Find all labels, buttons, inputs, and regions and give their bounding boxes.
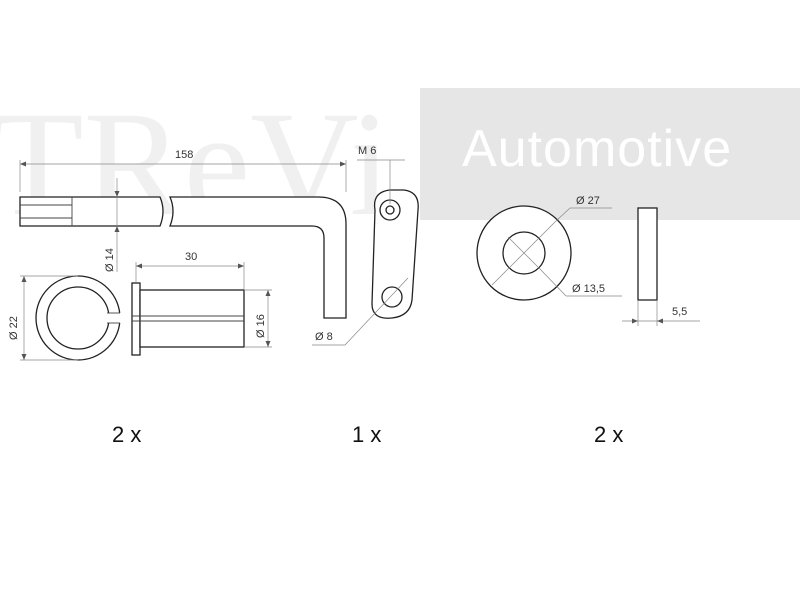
dim-16-arrows <box>265 290 271 347</box>
dim-bushing-length: 30 <box>185 251 197 263</box>
dim-135-line <box>507 236 541 270</box>
watermark-band <box>420 88 800 220</box>
pin-hole <box>381 286 403 308</box>
clevis-body <box>371 189 419 319</box>
pin-shaft-bent <box>169 196 347 319</box>
thread-hole-inner <box>385 205 395 215</box>
qty-pin: 1 x <box>352 422 381 447</box>
dim-135-leader <box>539 268 567 297</box>
bushing-side-view: 30 Ø 16 <box>131 251 272 356</box>
dim-27-leader <box>555 207 571 222</box>
washer-profile <box>637 207 658 301</box>
qty-washers: 2 x <box>594 422 623 447</box>
qty-bushings: 2 x <box>112 422 141 447</box>
bushing-flange <box>131 282 141 356</box>
pin-shaft-left <box>19 196 164 227</box>
dim-pin-diameter: Ø 14 <box>104 248 116 272</box>
dim-washer-thickness: 5,5 <box>672 306 687 318</box>
l-pin: 158 Ø 14 <box>19 149 347 319</box>
dim-washer-outer: Ø 27 <box>576 195 600 207</box>
dim-washer-inner: Ø 13,5 <box>572 283 605 295</box>
dim-8-leader <box>344 277 409 346</box>
watermark-tagline: Automotive <box>462 120 732 178</box>
dim-pin-hole: Ø 8 <box>315 331 333 343</box>
dim-bushing-inner: Ø 16 <box>255 314 267 338</box>
washer-front-view: Ø 27 Ø 13,5 <box>476 195 622 301</box>
dim-thread: M 6 <box>358 145 376 157</box>
bushing-sleeve <box>139 289 245 348</box>
dim-pin-length: 158 <box>175 149 193 161</box>
dim-bushing-outer: Ø 22 <box>8 316 20 340</box>
bushing-inner-ring <box>46 286 110 350</box>
bushing-split-gap <box>104 313 122 323</box>
washer-side-view: 5,5 <box>622 207 700 326</box>
pin-end-view: M 6 Ø 8 <box>312 145 419 346</box>
bushing-end-view: Ø 22 <box>8 275 122 361</box>
